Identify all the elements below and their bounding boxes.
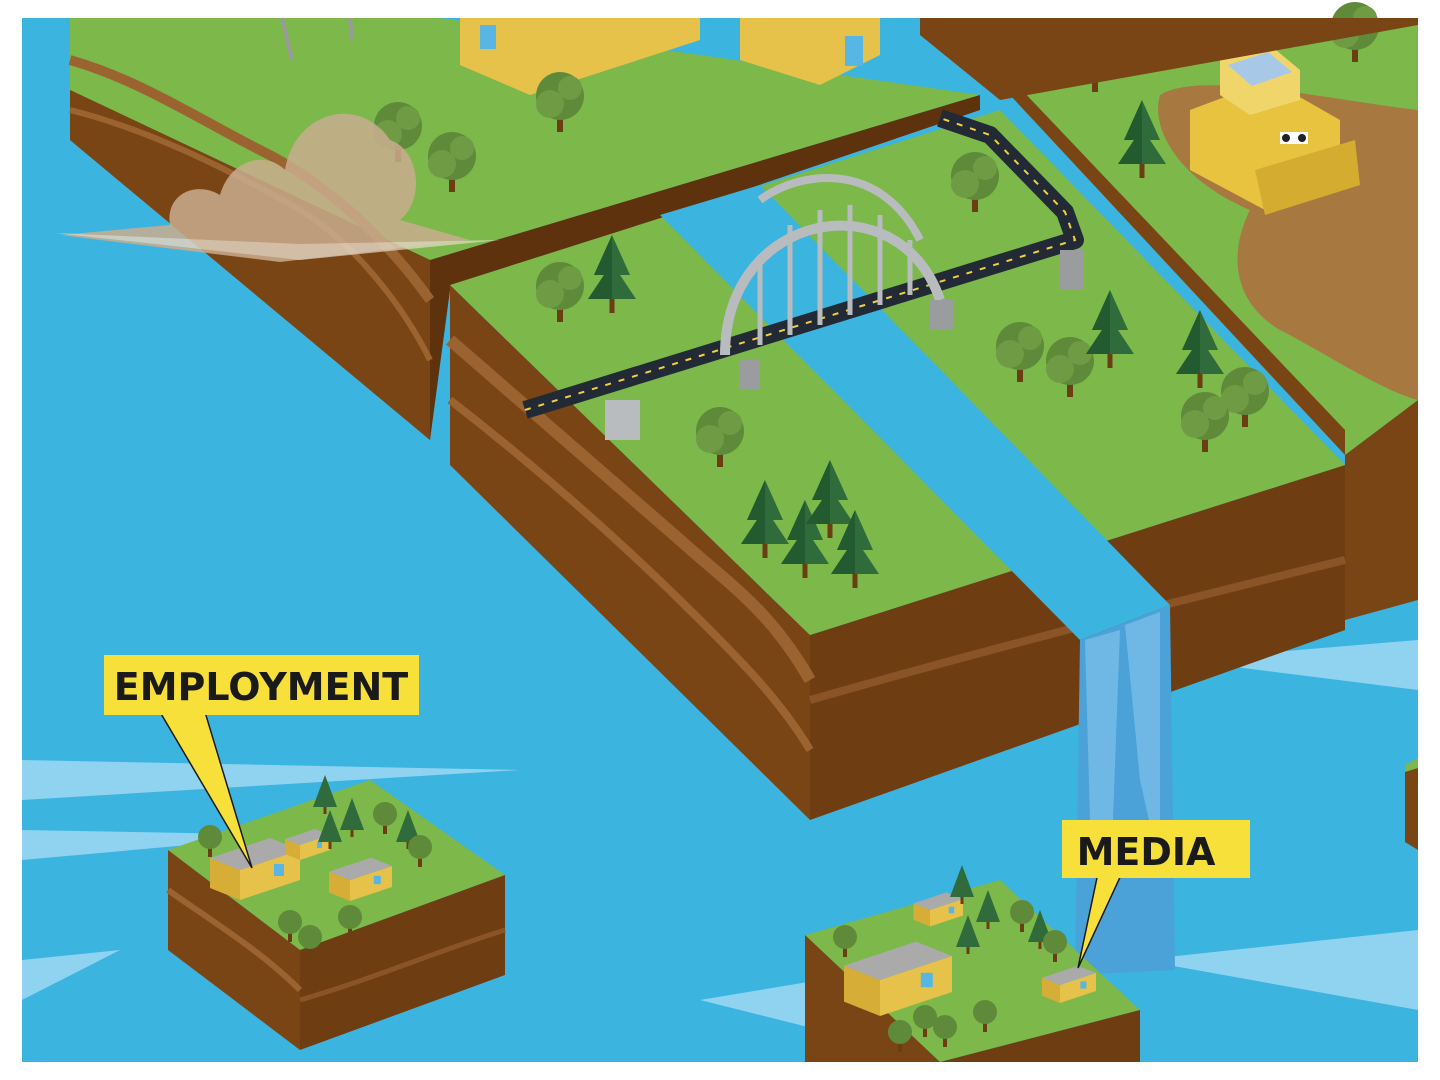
arch-bridge	[720, 174, 945, 356]
dust-cloud	[55, 113, 500, 262]
employment-label: EMPLOYMENT	[114, 665, 409, 709]
media-callout: MEDIA	[1062, 820, 1250, 969]
employment-callout: EMPLOYMENT	[104, 655, 419, 869]
central-land-block	[446, 109, 1346, 975]
upper-right-land-block	[1010, 2, 1418, 620]
employment-island	[166, 775, 506, 1050]
media-island	[805, 865, 1140, 1062]
media-label: MEDIA	[1077, 830, 1216, 874]
bulldozer	[1190, 45, 1360, 215]
right-edge-block	[1405, 758, 1418, 850]
